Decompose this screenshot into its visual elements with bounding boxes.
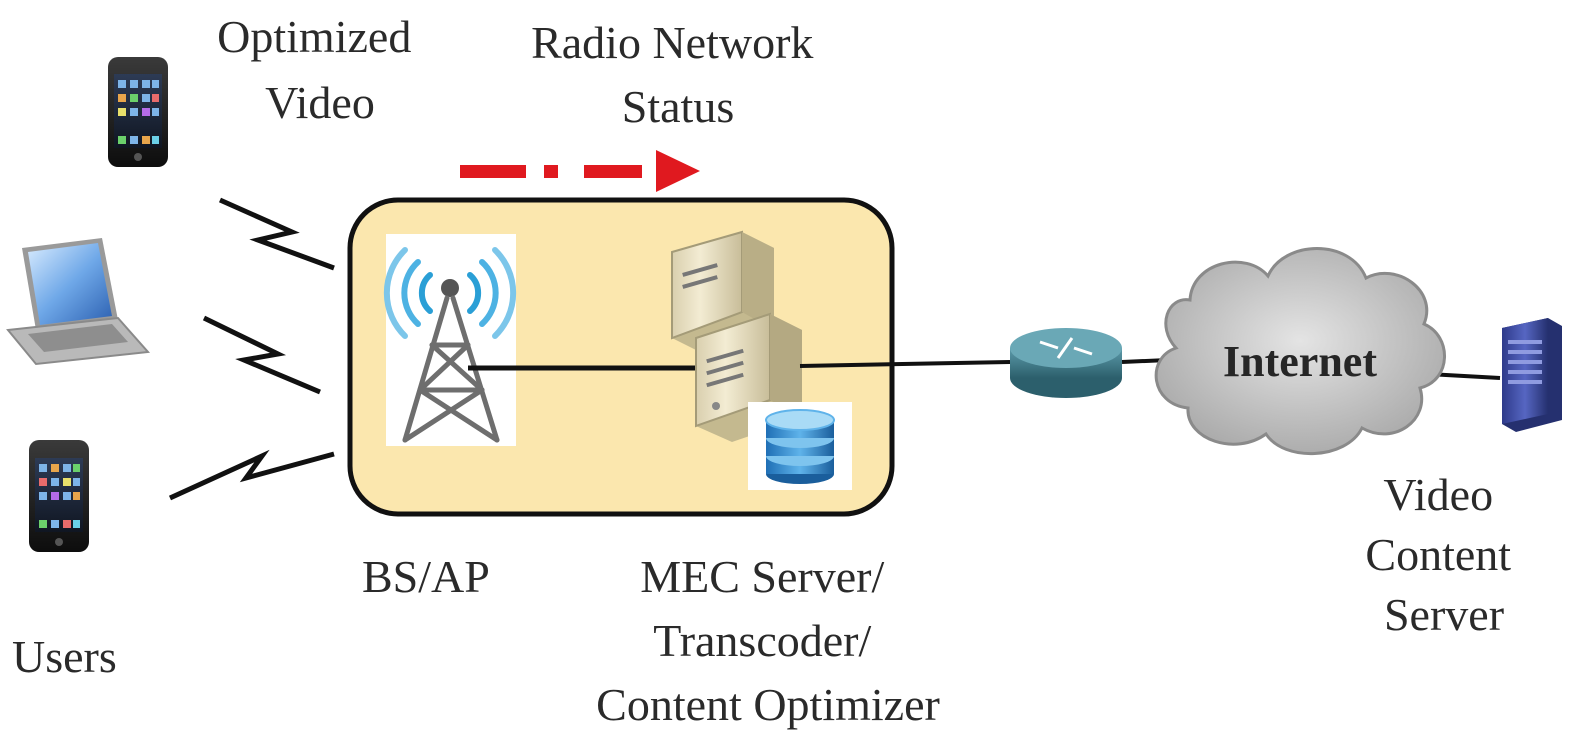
- phone-top-icon: [108, 57, 168, 167]
- antenna-tower-icon: [383, 234, 517, 446]
- mec-server-front-icon: [695, 312, 802, 442]
- database-icon: [748, 402, 852, 490]
- video-content-server-label: Video Content Server: [1365, 469, 1522, 640]
- radio-status-arrow: [460, 150, 700, 192]
- laptop-icon: [6, 238, 151, 366]
- mec-server-label: MEC Server/ Transcoder/ Content Optimize…: [596, 551, 940, 730]
- bs-ap-label: BS/AP: [362, 551, 490, 602]
- link-mec-to-router: [799, 360, 1011, 368]
- router-icon: [1010, 328, 1122, 398]
- optimized-video-label: Optimized Video: [217, 11, 423, 128]
- wireless-links: [168, 197, 335, 501]
- users-label: Users: [12, 631, 117, 682]
- internet-cloud-icon: [1154, 247, 1446, 455]
- phone-bottom-icon: [29, 440, 89, 552]
- internet-label: Internet: [1223, 337, 1377, 386]
- video-content-server-icon: [1502, 318, 1562, 432]
- radio-network-status-label: Radio Network Status: [531, 17, 825, 132]
